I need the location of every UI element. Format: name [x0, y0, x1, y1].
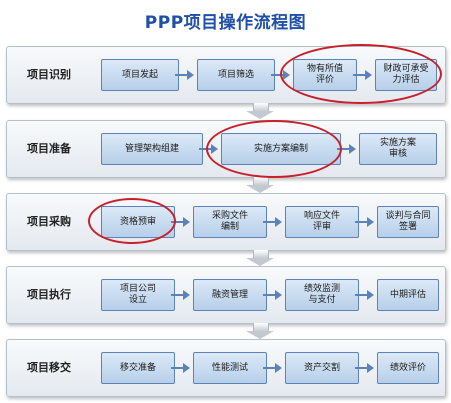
phase-label: 项目采购: [27, 215, 71, 228]
phase-label: 项目准备: [27, 142, 71, 155]
phase-row-handover: 项目移交 移交准备 性能测试 资产交割 绩效评价: [6, 339, 446, 397]
flow-arrow: [355, 290, 374, 300]
phase-label: 项目移交: [27, 361, 71, 374]
down-arrow-icon: [246, 323, 274, 339]
step-box: 采购文件 编制: [193, 206, 267, 238]
step-box: 项目筛选: [197, 59, 275, 91]
step-box: 资产交割: [285, 352, 359, 384]
step-box: 项目发起: [101, 59, 179, 91]
down-arrow-icon: [246, 250, 274, 266]
flow-arrow: [355, 217, 374, 227]
step-box: 项目公司 设立: [101, 279, 175, 311]
phase-row-procurement: 项目采购 资格预审 采购文件 编制 响应文件 评审 谈判与合同 签署: [6, 193, 446, 251]
step-box: 融资管理: [193, 279, 267, 311]
flow-arrow: [263, 290, 282, 300]
step-box: 管理架构组建: [101, 133, 203, 165]
highlight-ellipse: [206, 120, 342, 178]
step-box: 谈判与合同 签署: [377, 206, 439, 238]
highlight-ellipse: [280, 44, 442, 104]
flow-arrow: [355, 363, 374, 373]
step-box: 移交准备: [101, 352, 175, 384]
flow-arrow: [263, 217, 282, 227]
step-box: 绩效评价: [377, 352, 439, 384]
step-box: 绩效监测 与支付: [285, 279, 359, 311]
flow-arrow: [171, 290, 190, 300]
phase-row-execution: 项目执行 项目公司 设立 融资管理 绩效监测 与支付 中期评估: [6, 266, 446, 324]
down-arrow-icon: [246, 177, 274, 193]
diagram-title: PPP项目操作流程图: [144, 13, 307, 33]
highlight-ellipse: [88, 198, 176, 244]
step-box: 中期评估: [377, 279, 439, 311]
flow-arrow: [175, 70, 194, 80]
flow-arrow: [337, 144, 356, 154]
step-box: 性能测试: [193, 352, 267, 384]
phase-label: 项目执行: [27, 288, 71, 301]
flow-arrow: [171, 217, 190, 227]
down-arrow-icon: [246, 103, 274, 119]
step-box: 实施方案 审核: [359, 133, 437, 165]
flow-arrow: [263, 363, 282, 373]
phase-label: 项目识别: [27, 68, 71, 81]
step-box: 响应文件 评审: [285, 206, 359, 238]
flow-arrow: [171, 363, 190, 373]
